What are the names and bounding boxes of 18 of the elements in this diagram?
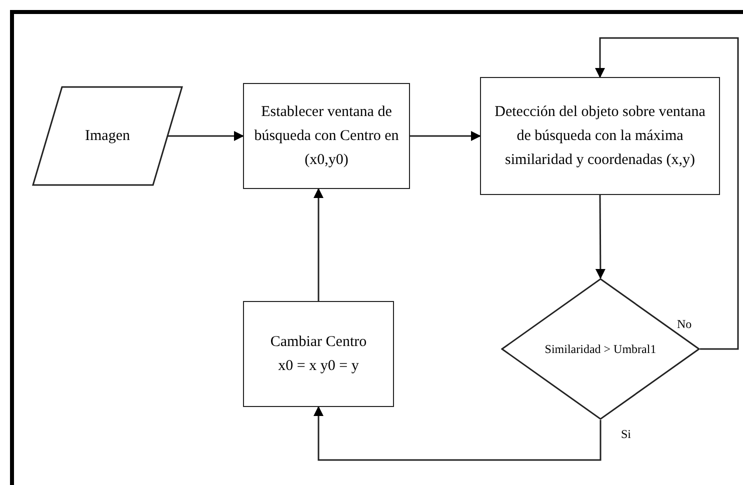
arrow [595,37,739,350]
node-text: Establecer ventana de búsqueda con Centro en (x0,y0) [253,103,400,170]
decision-diamond [501,278,700,420]
edge-label: Si [620,428,632,440]
arrow [314,406,602,461]
process-box [243,301,394,407]
arrow [410,131,481,141]
arrow [168,131,244,141]
arrow [595,195,606,279]
arrow [314,188,324,301]
node-text: Imagen [85,127,130,146]
input-parallelogram [32,86,183,186]
node-text: Similaridad > Umbral1 [544,342,656,356]
edge-label: No [676,318,693,330]
node-text: Cambiar Centro x0 = x y0 = y [269,333,368,376]
node-text: Detección del objeto sobre ventana de búsqueda con la máxima similaridad y coordenadas (x,y) [494,103,706,170]
process-box [243,83,410,189]
process-box [480,77,720,195]
